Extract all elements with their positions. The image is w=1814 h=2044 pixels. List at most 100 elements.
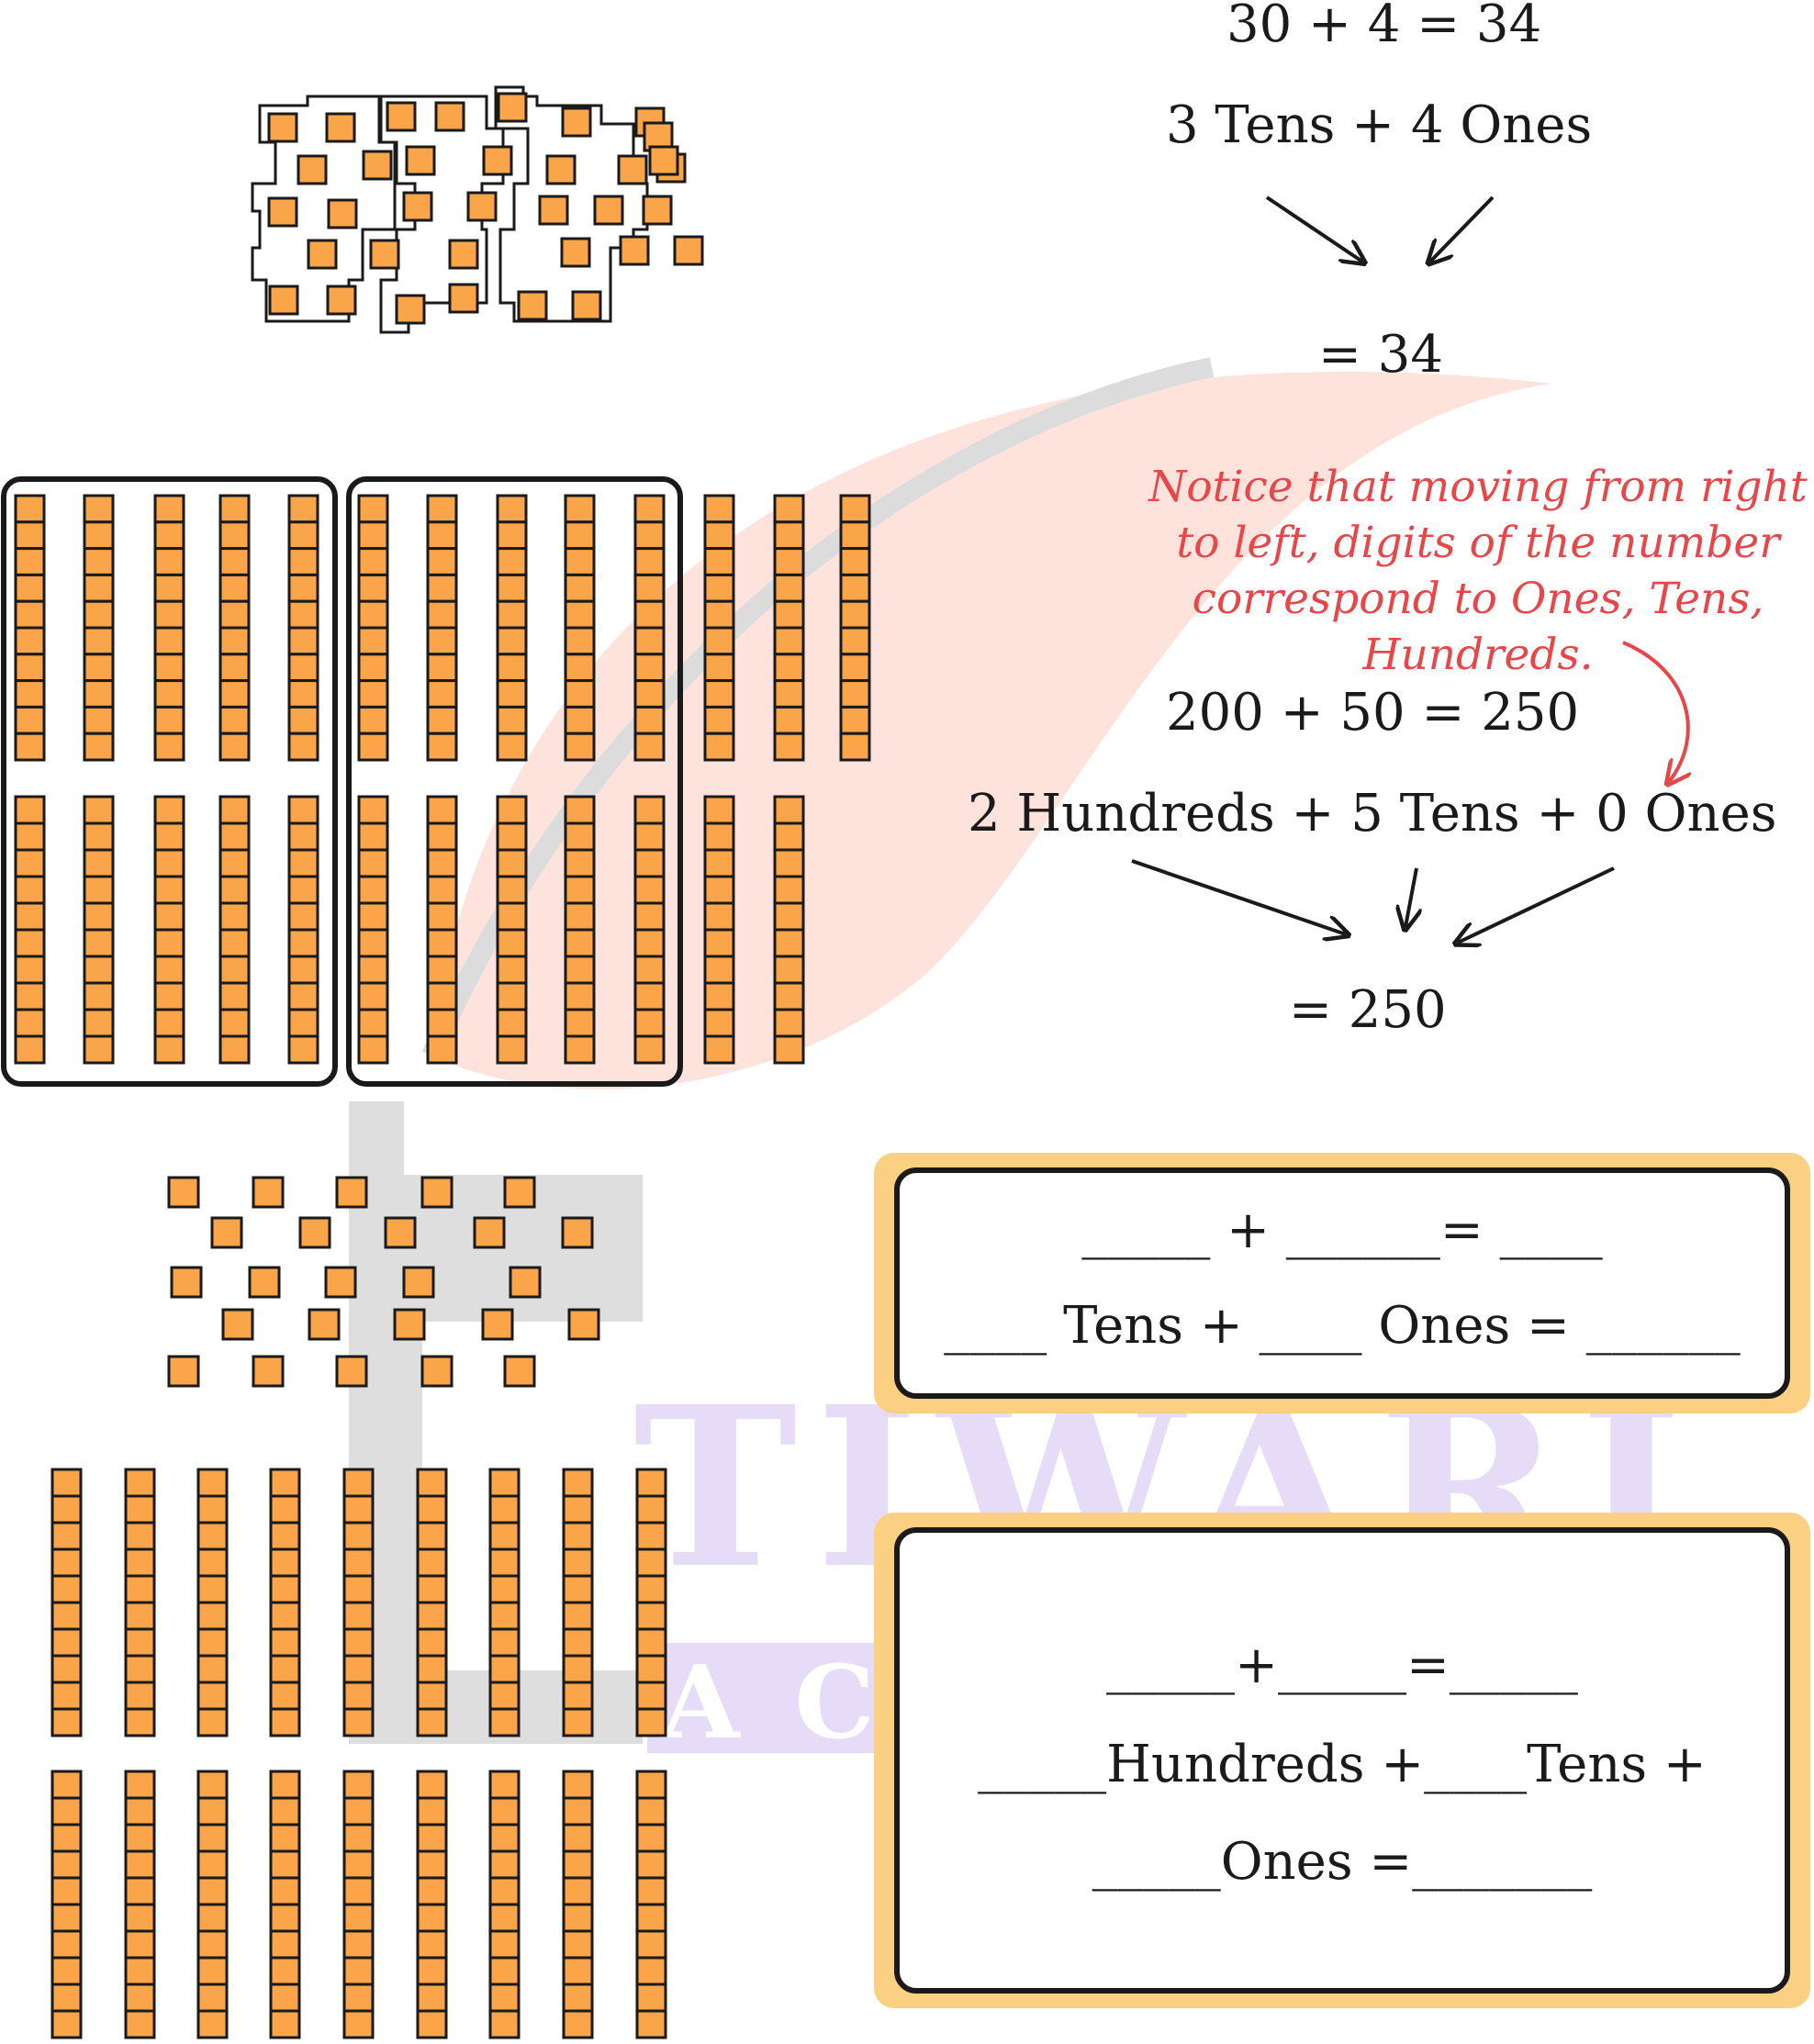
unit-cube-icon xyxy=(497,92,528,123)
exercise-card: _____+_____=_____ _____Hundreds +____Ten… xyxy=(874,1513,1810,2008)
unit-cube-icon xyxy=(210,1216,243,1249)
arrow-icon xyxy=(1430,195,1495,262)
place-value-note: Notice that moving from right to left, d… xyxy=(1138,459,1814,683)
unit-cube-icon xyxy=(538,195,569,226)
ten-rod-icon xyxy=(633,494,666,762)
ten-rod-icon xyxy=(562,1770,594,2039)
example1-place-value: 3 Tens + 4 Ones xyxy=(1166,95,1593,155)
example1-expanded: 30 + 4 = 34 xyxy=(1226,0,1542,54)
ten-rod-icon xyxy=(50,1770,83,2039)
ten-rod-icon xyxy=(342,1770,375,2039)
unit-cube-icon xyxy=(308,1308,341,1341)
unit-cube-icon xyxy=(252,1355,285,1388)
ten-rod-icon xyxy=(839,494,871,762)
ten-rod-icon xyxy=(124,1468,156,1737)
unit-cube-icon xyxy=(434,101,465,132)
watermark-band xyxy=(647,1643,895,1753)
ten-rod-icon xyxy=(488,1770,521,2039)
unit-cube-icon xyxy=(170,1266,203,1299)
unit-cube-icon xyxy=(326,285,357,316)
note-line: Hundreds. xyxy=(1362,630,1594,680)
unit-cube-icon xyxy=(268,285,299,316)
ten-rod-icon xyxy=(773,494,805,762)
unit-cube-icon xyxy=(448,283,479,314)
unit-cube-icon xyxy=(509,1266,542,1299)
ten-group-outline xyxy=(251,95,397,323)
exercise2-place-value-end: _____Ones =_______ xyxy=(1092,1832,1593,1892)
ten-rod-icon xyxy=(218,494,251,762)
unit-cube-icon xyxy=(298,1216,331,1249)
unit-cube-icon xyxy=(402,1266,435,1299)
example2-expanded: 200 + 50 = 250 xyxy=(1166,683,1580,743)
ten-rod-icon xyxy=(357,494,389,762)
exercise-card: _____ + ______= ____ ____ Tens + ____ On… xyxy=(874,1153,1810,1413)
ten-rod-icon xyxy=(416,1770,448,2039)
unit-cube-icon xyxy=(673,235,704,266)
ten-rod-icon xyxy=(773,795,805,1065)
unit-cube-icon xyxy=(393,1308,426,1341)
unit-cube-icon xyxy=(560,237,591,268)
hundred-group-frame xyxy=(1,476,338,1087)
exercise2-equation: _____+_____=_____ xyxy=(1106,1636,1578,1695)
ten-rod-icon xyxy=(635,1468,667,1737)
unit-cube-icon xyxy=(327,198,358,229)
unit-cube-icon xyxy=(267,112,298,143)
unit-cube-icon xyxy=(481,1308,514,1341)
ten-rod-icon xyxy=(496,795,528,1065)
example2-result: = 250 xyxy=(1289,980,1447,1040)
ten-rod-icon xyxy=(287,494,319,762)
ten-rod-icon xyxy=(124,1770,156,2039)
exercise1-equation: _____ + ______= ____ xyxy=(1081,1201,1603,1260)
ten-rod-icon xyxy=(218,795,251,1065)
unit-cube-icon xyxy=(545,154,577,185)
ten-rod-icon xyxy=(50,1468,83,1737)
ten-rod-icon xyxy=(83,795,115,1065)
ten-rod-icon xyxy=(357,795,389,1065)
unit-cube-icon xyxy=(369,239,400,270)
unit-cube-icon xyxy=(324,1266,357,1299)
unit-cube-icon xyxy=(482,145,513,176)
unit-cube-icon xyxy=(297,154,328,185)
unit-cube-icon xyxy=(503,1355,536,1388)
ten-rod-icon xyxy=(196,1468,229,1737)
ten-rod-icon xyxy=(633,795,666,1065)
exercise1-place-value: ____ Tens + ____ Ones = ______ xyxy=(944,1296,1741,1356)
unit-cube-icon xyxy=(648,145,679,176)
unit-cube-icon xyxy=(384,1216,417,1249)
ten-rod-icon xyxy=(269,1770,301,2039)
unit-cube-icon xyxy=(517,290,548,321)
unit-cube-icon xyxy=(561,106,592,138)
ten-rod-icon xyxy=(564,795,596,1065)
ten-rod-icon xyxy=(635,1770,667,2039)
ten-rod-icon xyxy=(562,1468,594,1737)
example2-place-value: 2 Hundreds + 5 Tens + 0 Ones xyxy=(968,784,1777,843)
arrow-icon xyxy=(1405,867,1416,927)
exercise-card-inner: _____ + ______= ____ ____ Tens + ____ On… xyxy=(894,1167,1790,1399)
ten-rod-icon xyxy=(488,1468,521,1737)
ten-rod-icon xyxy=(269,1468,301,1737)
unit-cube-icon xyxy=(642,195,673,226)
unit-cube-icon xyxy=(473,1216,506,1249)
unit-cube-icon xyxy=(561,1216,594,1249)
ten-rod-icon xyxy=(287,795,319,1065)
unit-cube-icon xyxy=(402,191,433,222)
ten-rod-icon xyxy=(153,494,185,762)
unit-cube-icon xyxy=(571,290,602,321)
unit-cube-icon xyxy=(420,1355,454,1388)
ten-rod-icon xyxy=(342,1468,375,1737)
unit-cube-icon xyxy=(267,196,298,228)
unit-cube-icon xyxy=(167,1355,200,1388)
ten-rod-icon xyxy=(14,795,46,1065)
unit-cube-icon xyxy=(325,112,356,143)
unit-cube-icon xyxy=(619,235,650,266)
unit-cube-icon xyxy=(420,1176,454,1209)
exercise2-place-value: _____Hundreds +____Tens + xyxy=(978,1735,1707,1794)
arrow-icon xyxy=(1458,866,1615,943)
note-line: correspond to Ones, Tens, xyxy=(1192,574,1764,624)
unit-cube-icon xyxy=(466,191,498,222)
unit-cube-icon xyxy=(405,145,436,176)
unit-cube-icon xyxy=(335,1176,368,1209)
ten-rod-icon xyxy=(496,494,528,762)
